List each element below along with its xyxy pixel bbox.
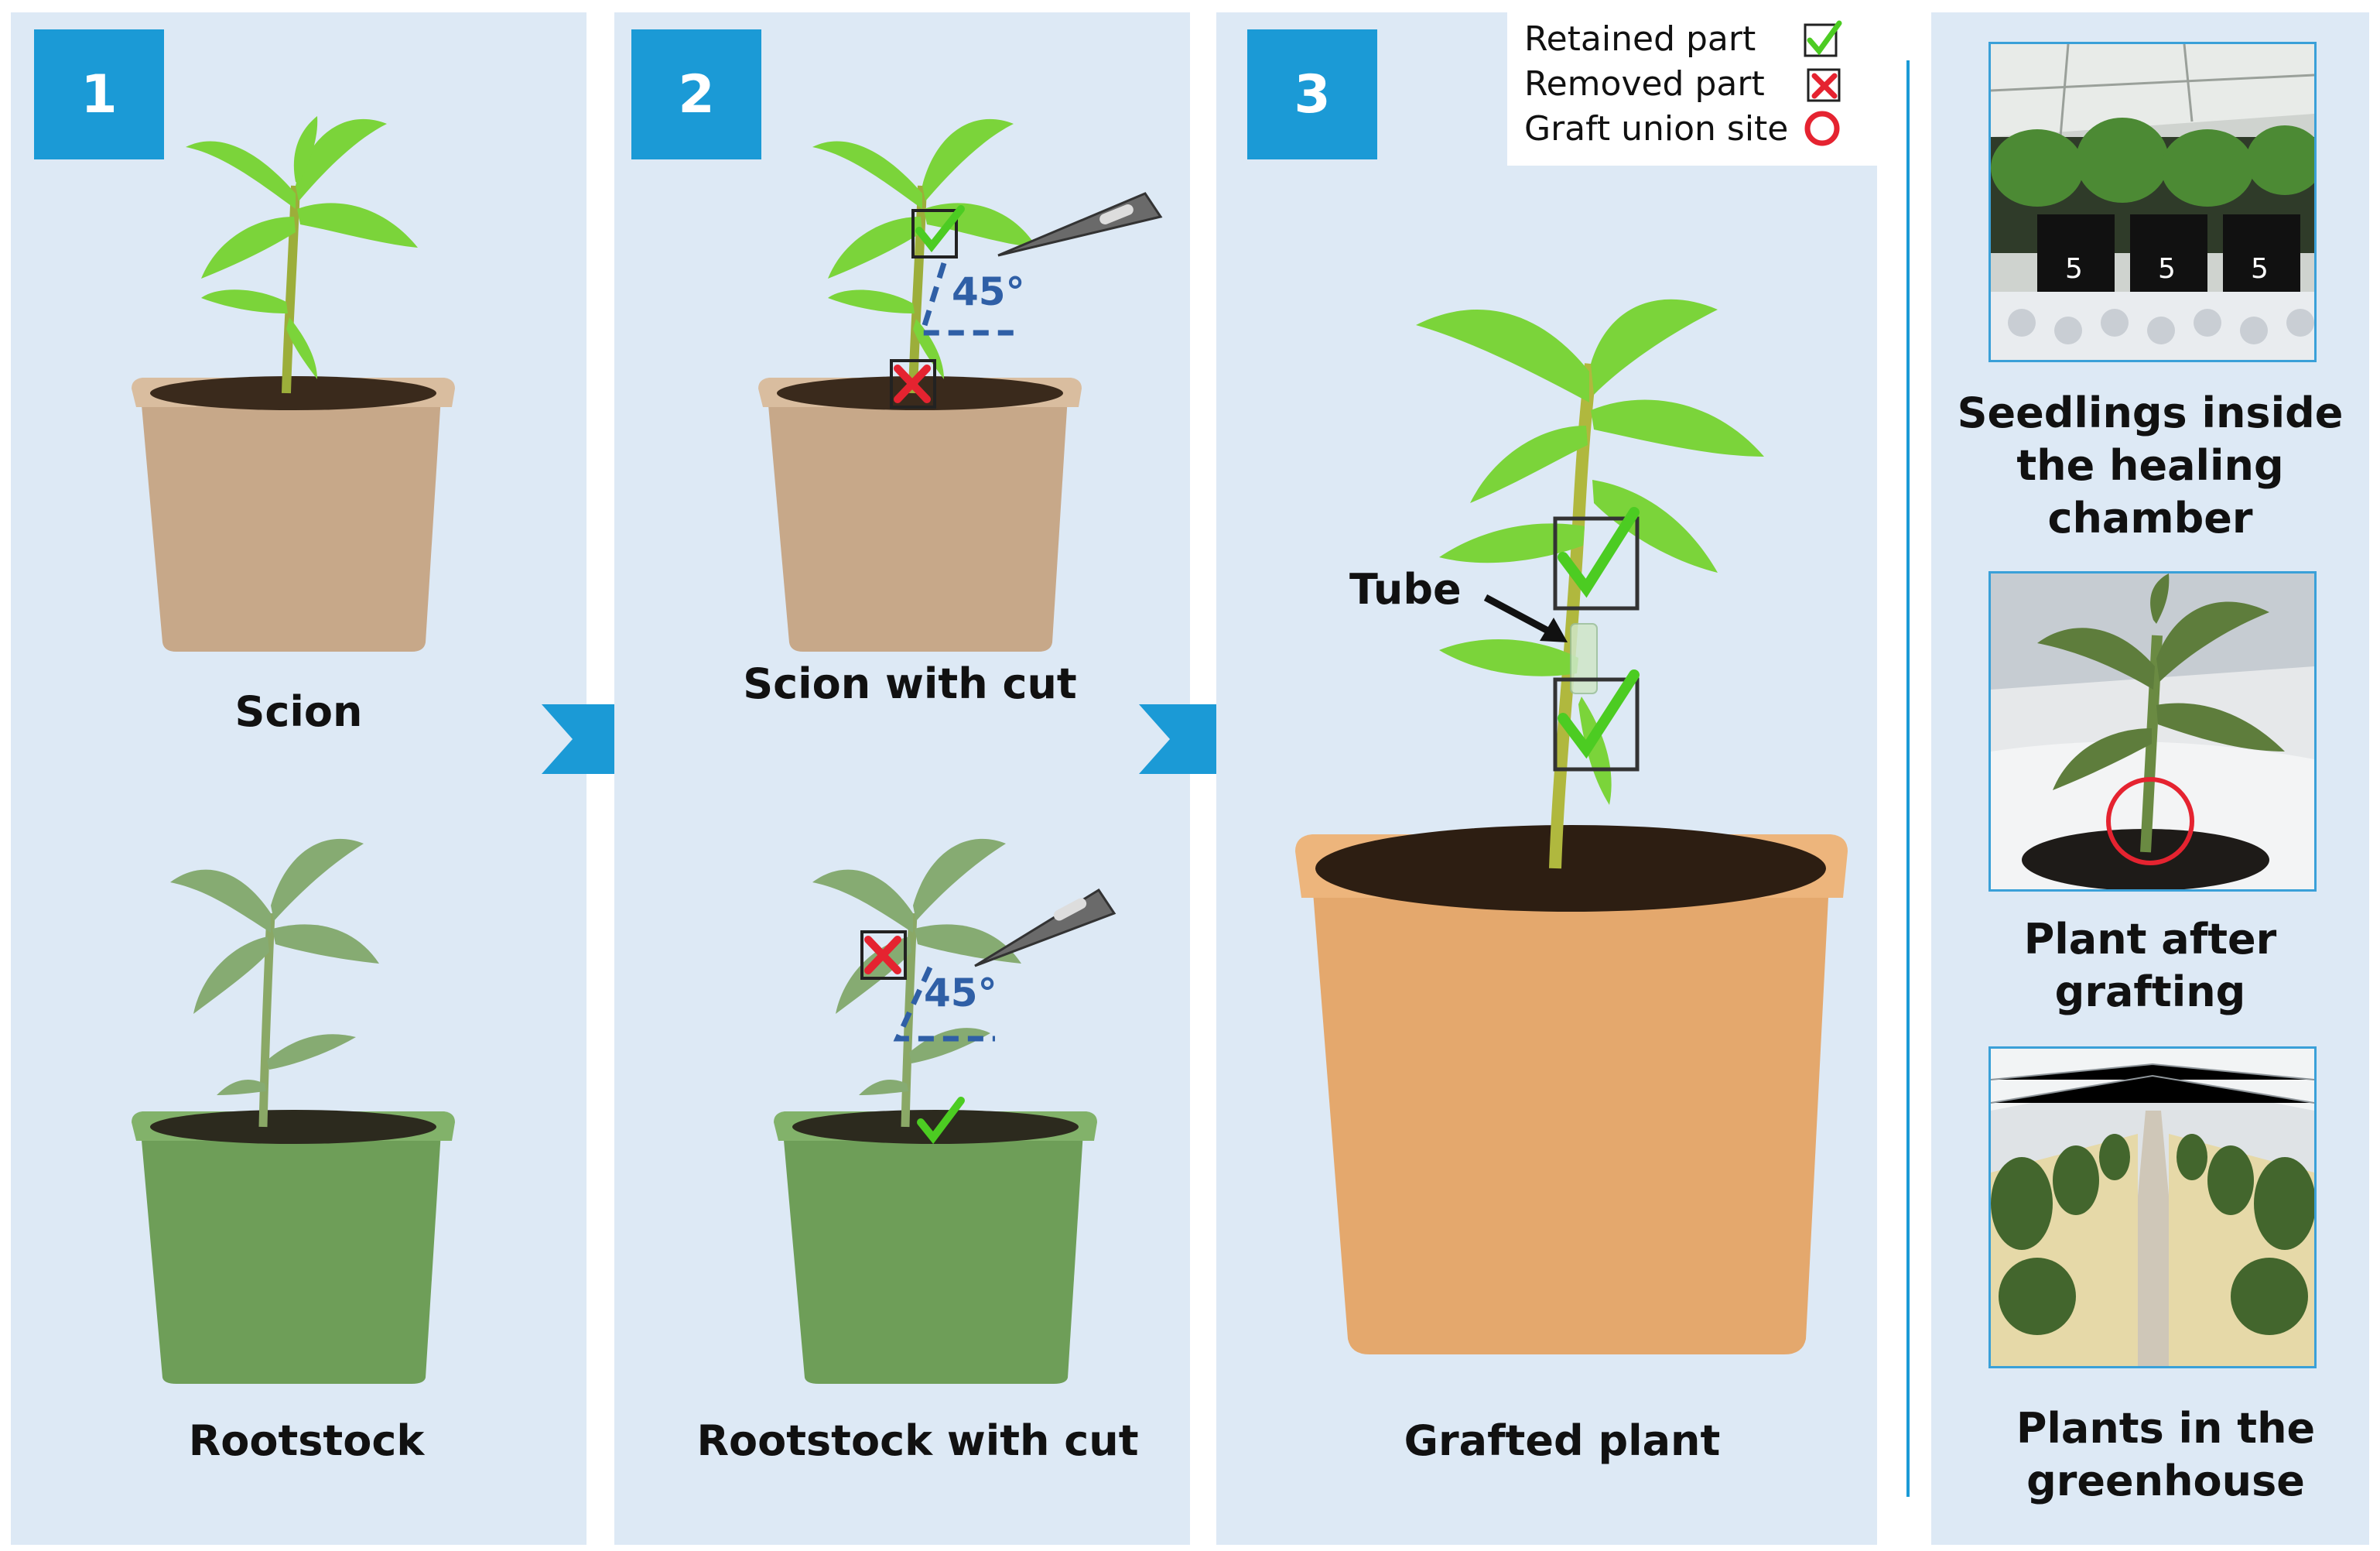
rootstock-cut-angle-label: 45° xyxy=(924,971,997,1015)
scion-with-cut-illustration xyxy=(758,118,1163,652)
green-check-icon xyxy=(1804,20,1842,57)
rootstock-with-cut-caption: Rootstock with cut xyxy=(696,1416,1139,1465)
step-badge-1: 1 xyxy=(34,29,164,159)
legend-graft-union-label: Graft union site xyxy=(1524,108,1789,149)
legend-item-graft-union: Graft union site xyxy=(1524,108,1842,149)
legend-item-removed: Removed part xyxy=(1524,63,1845,104)
scion-seedling xyxy=(132,116,455,652)
red-circle-icon xyxy=(1804,111,1840,146)
greenhouse-photo xyxy=(1988,1046,2317,1368)
rootstock-caption: Rootstock xyxy=(188,1416,425,1465)
healing-chamber-photo: 5 5 5 xyxy=(1988,42,2317,362)
scion-with-cut-caption: Scion with cut xyxy=(743,659,1077,708)
healing-chamber-caption: Seedlings inside the healing chamber xyxy=(1957,389,2344,543)
legend: Retained part Removed part Graft union s… xyxy=(1507,12,1877,166)
step-badge-3: 3 xyxy=(1247,29,1377,159)
greenhouse-caption: Plants in the greenhouse xyxy=(2016,1404,2316,1505)
red-cross-icon xyxy=(1807,68,1841,102)
legend-retained-label: Retained part xyxy=(1524,19,1756,59)
scion-cut-angle-label: 45° xyxy=(952,269,1025,314)
rootstock-with-cut-illustration xyxy=(774,838,1116,1384)
legend-item-retained: Retained part xyxy=(1524,19,1842,59)
grafted-plant-illustration xyxy=(1295,299,1848,1354)
legend-removed-label: Removed part xyxy=(1524,63,1765,104)
plant-after-grafting-caption: Plant after grafting xyxy=(2023,915,2277,1016)
step-badge-2: 2 xyxy=(631,29,761,159)
grafted-plant-caption: Grafted plant xyxy=(1404,1416,1721,1465)
plant-after-grafting-photo xyxy=(1988,571,2317,892)
rootstock-seedling xyxy=(132,838,455,1384)
pot-number-label: 5 xyxy=(2158,253,2176,285)
tube-label: Tube xyxy=(1349,565,1462,614)
vertical-divider xyxy=(1906,60,1910,1497)
pot-number-label: 5 xyxy=(2065,253,2083,285)
pot-number-label: 5 xyxy=(2251,253,2269,285)
scion-caption: Scion xyxy=(234,687,363,736)
